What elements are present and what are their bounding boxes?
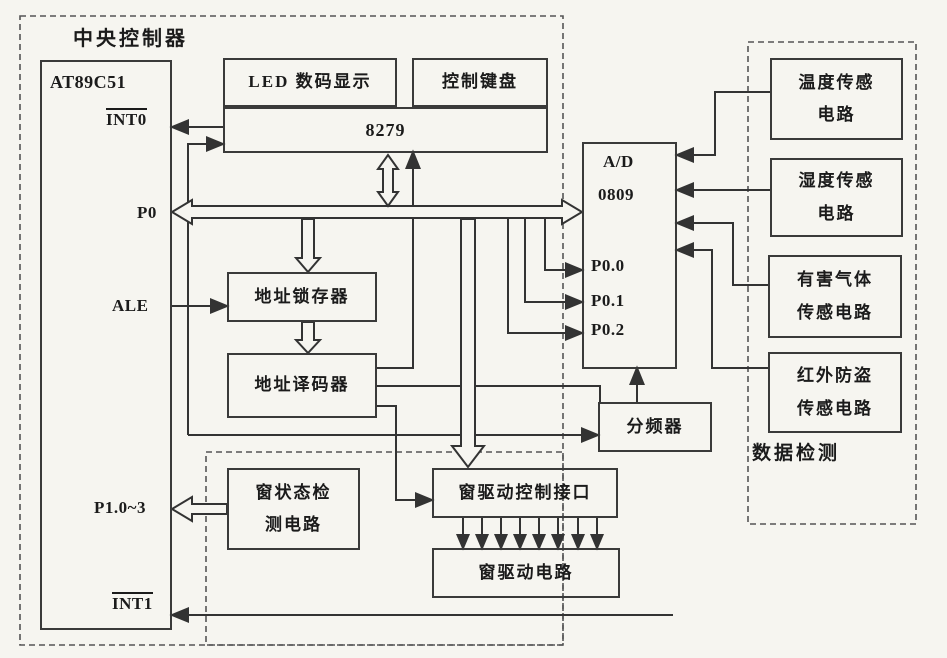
infrared-sensor-block: 红外防盗 传感电路	[768, 352, 902, 433]
address-decoder-block: 地址译码器	[227, 353, 377, 418]
humidity-sensor-block: 湿度传感 电路	[770, 158, 903, 237]
harmful-gas-sensor-block: 有害气体 传感电路	[768, 255, 902, 338]
window-state-block: 窗状态检 测电路	[227, 468, 360, 550]
data-detection-dashed-box	[747, 41, 917, 525]
chip-8279-block: 8279	[223, 107, 548, 153]
adc-name-line2: 0809	[598, 185, 634, 204]
bus-window-if-arrow	[449, 218, 487, 469]
address-latch-block: 地址锁存器	[227, 272, 377, 322]
data-detection-label: 数据检测	[752, 443, 841, 464]
adc-pin-p01: P0.1	[591, 291, 625, 310]
winstate-p1-arrow	[170, 495, 228, 523]
latch-decoder-arrow	[293, 321, 323, 355]
adc-pin-p02: P0.2	[591, 320, 625, 339]
window-drive-interface-block: 窗驱动控制接口	[432, 468, 618, 518]
mcu-pin-int0: INT0	[106, 108, 147, 129]
adc-name-line1: A/D	[603, 152, 634, 171]
bus-latch-arrow	[293, 218, 323, 274]
window-drive-circuit-block: 窗驱动电路	[432, 548, 620, 598]
mcu-pin-ale: ALE	[112, 296, 149, 315]
adc-block	[582, 142, 677, 369]
frequency-divider-block: 分频器	[598, 402, 712, 452]
temperature-sensor-block: 温度传感 电路	[770, 58, 903, 140]
control-keypad-block: 控制键盘	[412, 58, 548, 107]
mcu-pin-p0: P0	[137, 203, 157, 222]
p0-bus-arrow	[170, 198, 584, 226]
mcu-block	[40, 60, 172, 630]
bus-arrows	[170, 153, 584, 523]
adc-pin-p00: P0.0	[591, 256, 625, 275]
mcu-name: AT89C51	[50, 72, 127, 92]
led-display-block: LED 数码显示	[223, 58, 397, 107]
mcu-pin-p1: P1.0~3	[94, 498, 146, 517]
central-controller-label: 中央控制器	[73, 28, 188, 50]
mcu-pin-int1: INT1	[112, 592, 153, 613]
drive-bus-arrows	[455, 518, 605, 551]
signal-lines	[169, 91, 770, 623]
bus-8279-arrow	[376, 153, 400, 208]
